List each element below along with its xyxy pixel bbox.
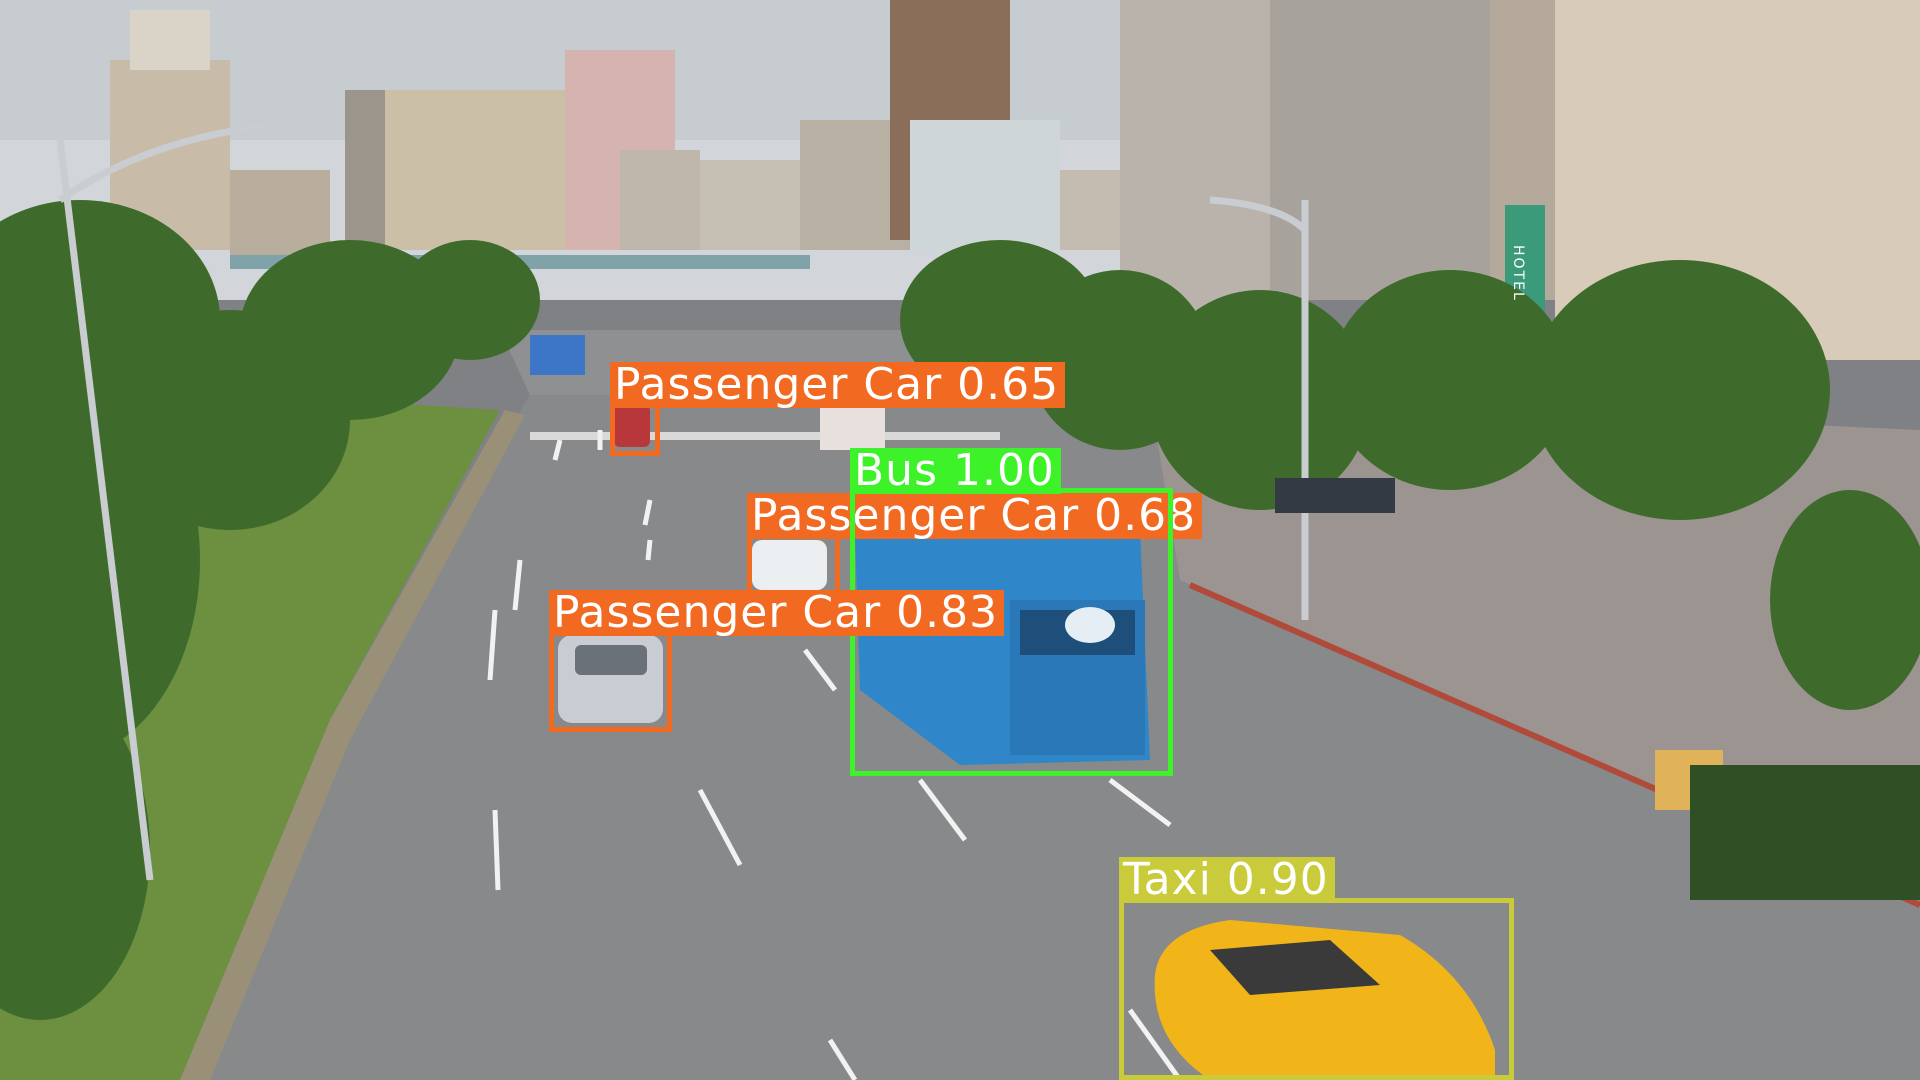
bus	[855, 530, 1150, 765]
lane-markings	[487, 430, 1183, 1080]
detection-label-taxi: Taxi 0.90	[1119, 857, 1335, 903]
detection-label-bus: Bus 1.00	[850, 448, 1061, 494]
hedge	[1690, 765, 1920, 900]
street-lamps	[56, 118, 1309, 881]
car-2	[752, 540, 827, 590]
hotel-sign: HOTEL	[1510, 245, 1526, 302]
car-3	[558, 635, 663, 723]
distant-buildings	[110, 0, 1920, 360]
detection-box-car-1	[610, 402, 660, 456]
taxi	[1154, 920, 1495, 1080]
detection-box-car-3	[549, 629, 672, 732]
detection-label-car-3: Passenger Car 0.83	[549, 590, 1005, 636]
crosswalk	[530, 432, 1000, 440]
trees	[0, 200, 1920, 1020]
detection-box-taxi	[1119, 898, 1514, 1080]
median-curb	[180, 410, 525, 1080]
car-1	[614, 405, 650, 447]
detection-label-car-2: Passenger Car 0.68	[747, 493, 1203, 539]
detection-label-car-1: Passenger Car 0.65	[610, 362, 1066, 408]
